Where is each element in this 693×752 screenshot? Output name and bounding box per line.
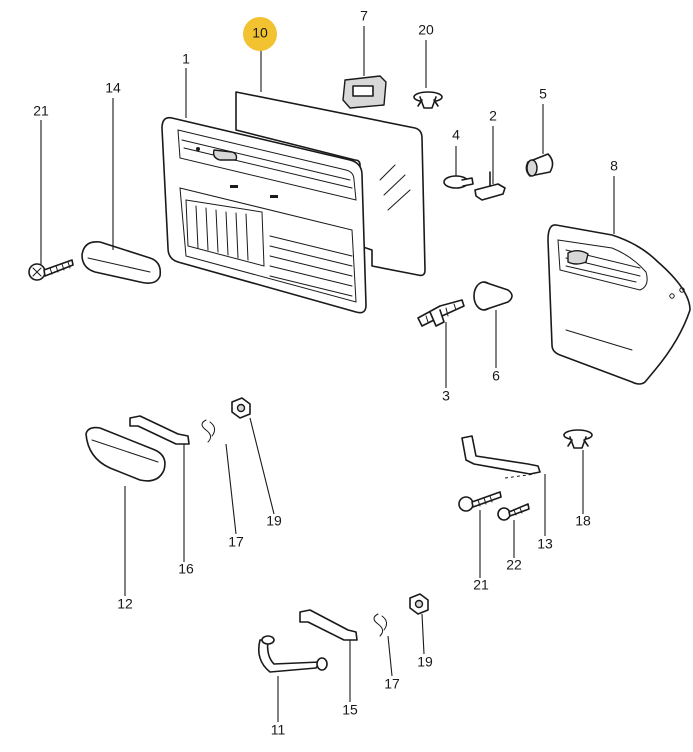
part-14-arm-rest[interactable] — [81, 240, 162, 284]
part-17-spring-clip-upper[interactable] — [201, 419, 216, 443]
callout-7[interactable]: 7 — [360, 8, 368, 24]
part-5-plug[interactable] — [525, 153, 554, 177]
part-17-spring-clip-lower[interactable] — [373, 613, 388, 637]
callout-12[interactable]: 12 — [117, 596, 133, 612]
callout-14[interactable]: 14 — [105, 80, 121, 96]
callout-18[interactable]: 18 — [575, 513, 591, 529]
part-3-expansion-clip[interactable] — [417, 299, 465, 327]
callout-17-upper[interactable]: 17 — [228, 534, 244, 550]
part-19-nut-lower[interactable] — [409, 593, 429, 615]
callout-15[interactable]: 15 — [342, 702, 358, 718]
callout-22[interactable]: 22 — [506, 557, 522, 573]
part-1-door-trim-panel[interactable] — [161, 116, 367, 314]
part-18-push-clip[interactable] — [563, 429, 593, 449]
callout-19-lower[interactable]: 19 — [417, 654, 433, 670]
callout-20[interactable]: 20 — [418, 22, 434, 38]
callout-1[interactable]: 1 — [182, 51, 190, 67]
part-22-screw[interactable] — [497, 503, 530, 521]
callout-4[interactable]: 4 — [452, 127, 460, 143]
callout-21-top[interactable]: 21 — [33, 103, 49, 119]
part-10-backing-sheet[interactable] — [235, 91, 426, 277]
callout-11[interactable]: 11 — [271, 722, 286, 738]
part-8-rear-trim-panel[interactable] — [547, 224, 691, 385]
part-2-bent-clip[interactable] — [474, 171, 506, 201]
callout-21-lower[interactable]: 21 — [473, 577, 489, 593]
part-15-bracket[interactable] — [299, 609, 358, 641]
callout-17-lower[interactable]: 17 — [384, 676, 400, 692]
part-11-grab-handle[interactable] — [257, 635, 328, 673]
part-20-push-clip[interactable] — [413, 91, 443, 109]
callout-6[interactable]: 6 — [492, 368, 500, 384]
part-13-bracket[interactable] — [461, 435, 541, 479]
part-21-screw-top[interactable] — [28, 259, 74, 281]
callout-3[interactable]: 3 — [442, 388, 450, 404]
leader-lines — [40, 26, 615, 722]
callout-13[interactable]: 13 — [537, 536, 553, 552]
part-12-arm-rest-pad[interactable] — [85, 426, 166, 482]
callout-16[interactable]: 16 — [178, 561, 194, 577]
callout-19-upper[interactable]: 19 — [266, 513, 282, 529]
part-7-clip[interactable] — [342, 75, 387, 109]
highlight-circle-10 — [243, 17, 277, 51]
part-21-screw-lower[interactable] — [458, 491, 502, 512]
callout-10[interactable]: 10 — [252, 25, 268, 41]
part-4-pin-clip[interactable] — [443, 175, 474, 189]
callout-8[interactable]: 8 — [610, 158, 618, 174]
part-6-cone-plug[interactable] — [473, 281, 513, 311]
callout-5[interactable]: 5 — [539, 86, 547, 102]
part-19-nut-upper[interactable] — [231, 397, 251, 419]
callout-labels: 1 10 7 20 5 2 4 8 14 21 3 6 12 16 17 19 … — [33, 8, 618, 738]
callout-2[interactable]: 2 — [489, 108, 497, 124]
part-16-bracket[interactable] — [129, 415, 190, 445]
